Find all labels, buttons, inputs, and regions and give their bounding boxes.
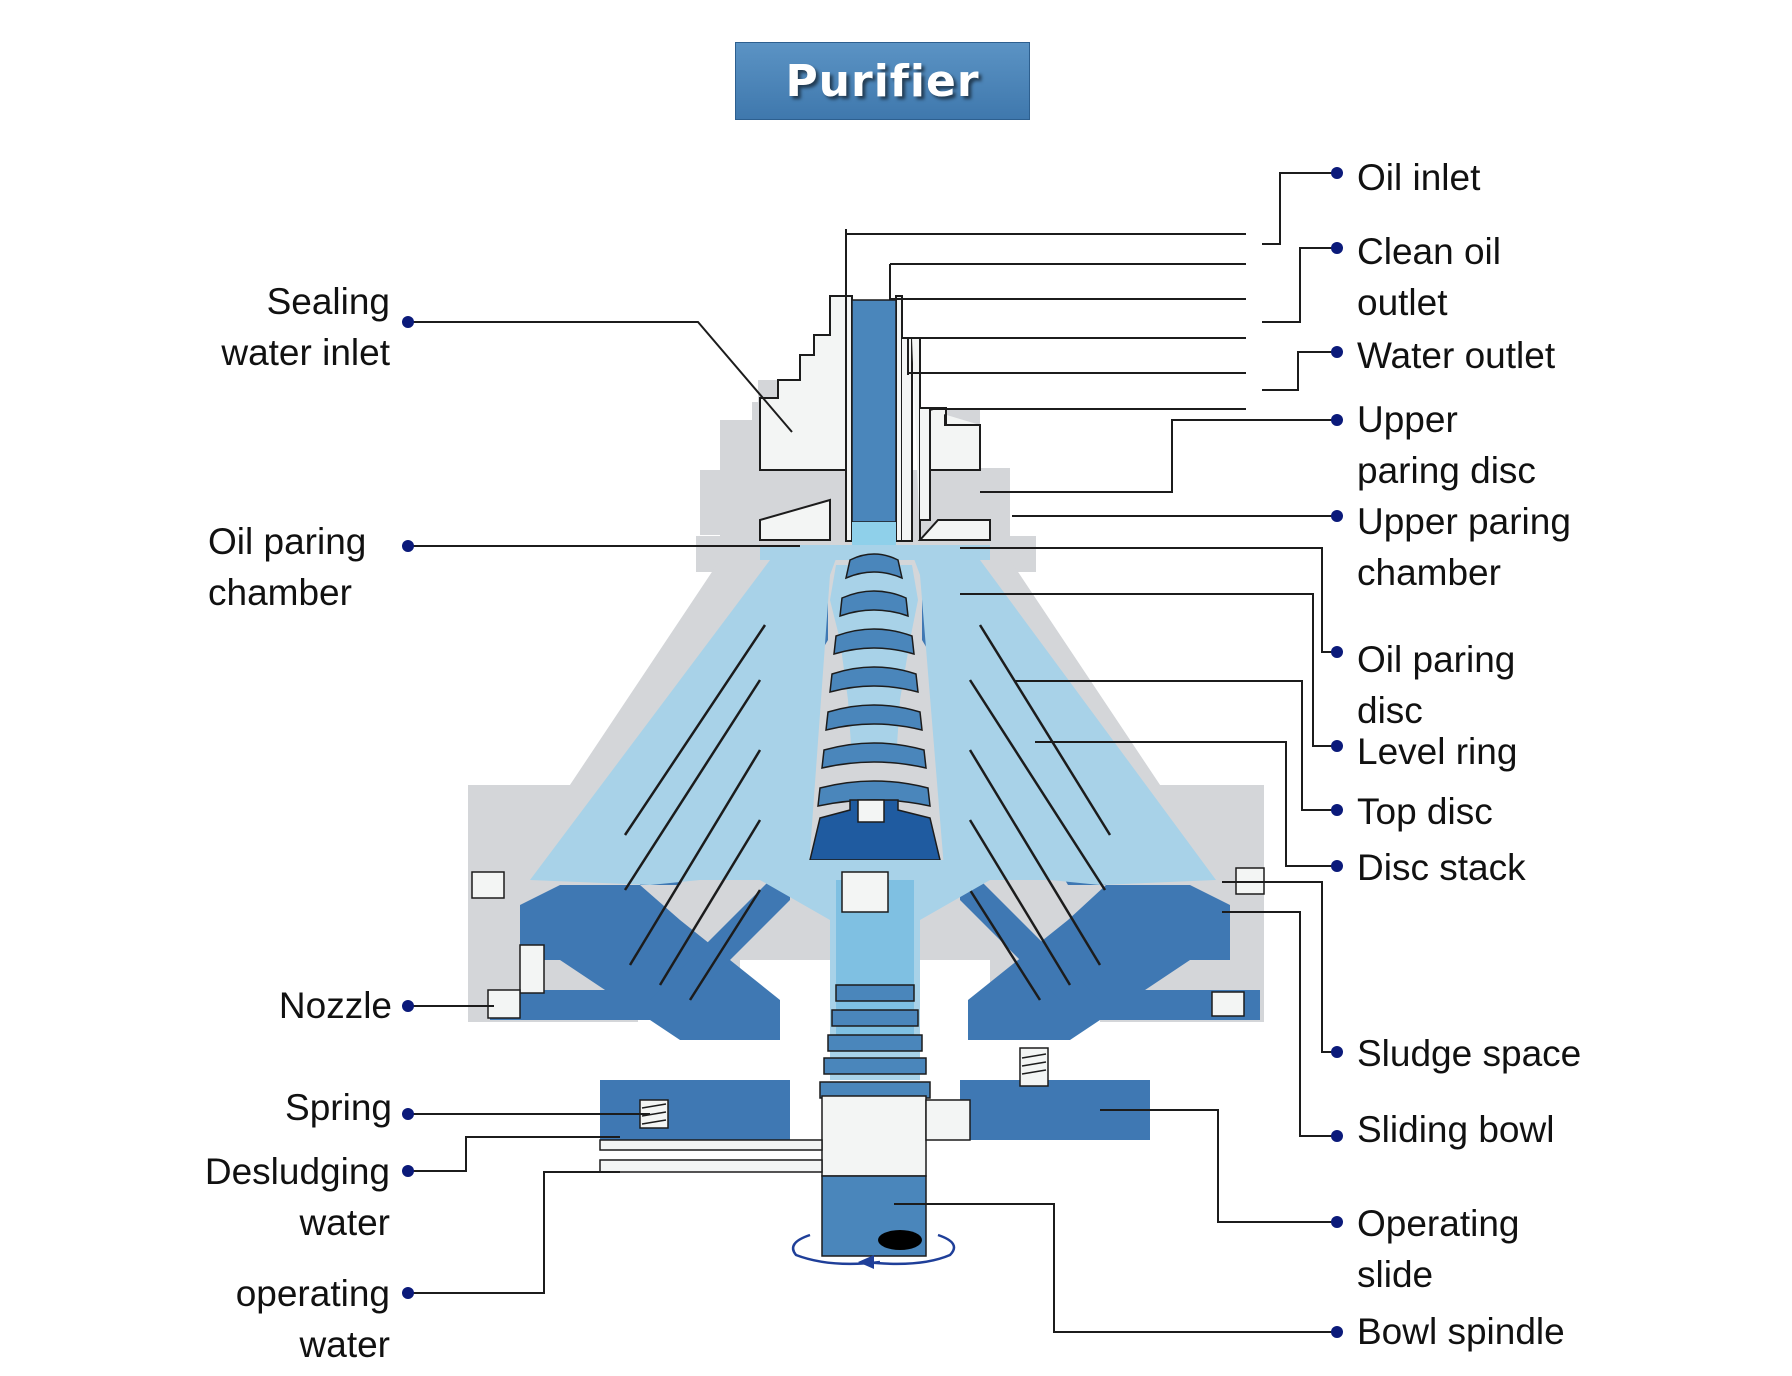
label-line: water <box>299 1324 390 1365</box>
label-line: operating <box>235 1273 390 1314</box>
label-line: Water outlet <box>1357 335 1556 376</box>
label-operating-water: operating water <box>160 1268 390 1370</box>
label-line: Oil paring <box>1357 639 1516 680</box>
label-line: disc <box>1357 690 1423 731</box>
label-line: Clean oil <box>1357 231 1501 272</box>
label-oil-paring-chamber: Oil paring chamber <box>208 516 428 618</box>
label-top-disc: Top disc <box>1357 786 1493 837</box>
label-bowl-spindle: Bowl spindle <box>1357 1306 1565 1357</box>
label-disc-stack: Disc stack <box>1357 842 1526 893</box>
label-line: Sliding bowl <box>1357 1109 1555 1150</box>
label-upper-paring-disc: Upper paring disc <box>1357 394 1536 496</box>
title-banner: Purifier <box>735 42 1030 120</box>
label-operating-slide: Operating slide <box>1357 1198 1520 1300</box>
label-line: water <box>299 1202 390 1243</box>
label-line: paring disc <box>1357 450 1536 491</box>
label-line: Upper paring <box>1357 501 1571 542</box>
label-line: Oil paring <box>208 521 367 562</box>
label-water-outlet: Water outlet <box>1357 330 1555 381</box>
label-sealing-water-inlet: Sealing water inlet <box>180 276 390 378</box>
label-line: Level ring <box>1357 731 1518 772</box>
label-sliding-bowl: Sliding bowl <box>1357 1104 1554 1155</box>
label-desludging-water: Desludging water <box>160 1146 390 1248</box>
label-line: chamber <box>1357 552 1501 593</box>
label-line: slide <box>1357 1254 1434 1295</box>
distributor <box>809 553 941 861</box>
label-nozzle: Nozzle <box>200 980 392 1031</box>
label-line: Sealing <box>266 281 390 322</box>
label-oil-paring-disc: Oil paring disc <box>1357 634 1515 736</box>
label-oil-inlet: Oil inlet <box>1357 152 1480 203</box>
diagram-title: Purifier <box>785 55 980 107</box>
label-line: chamber <box>208 572 352 613</box>
label-upper-paring-chamber: Upper paring chamber <box>1357 496 1571 598</box>
label-line: Top disc <box>1357 791 1493 832</box>
label-line: Upper <box>1357 399 1458 440</box>
label-line: Oil inlet <box>1357 157 1481 198</box>
lower-column <box>599 860 990 1177</box>
label-line: Spring <box>285 1087 392 1128</box>
label-line: Disc stack <box>1357 847 1526 888</box>
label-line: Bowl spindle <box>1357 1311 1565 1352</box>
top-pipe-assembly <box>759 295 991 542</box>
liquid-regions <box>530 545 1216 1000</box>
disc-stack-lines <box>623 624 1112 1001</box>
label-sludge-space: Sludge space <box>1357 1028 1581 1079</box>
label-line: water inlet <box>221 332 390 373</box>
label-level-ring: Level ring <box>1357 726 1517 777</box>
central-inlet-tube <box>851 299 897 548</box>
label-line: Nozzle <box>278 985 392 1026</box>
label-line: Desludging <box>204 1151 390 1192</box>
leader-dots <box>402 167 1343 1338</box>
leader-lines <box>408 172 1337 1333</box>
bowl-spindle-shaft <box>791 1175 956 1269</box>
label-clean-oil-outlet: Clean oil outlet <box>1357 226 1501 328</box>
label-line: Sludge space <box>1357 1033 1582 1074</box>
label-spring: Spring <box>200 1082 392 1133</box>
label-line: Operating <box>1357 1203 1520 1244</box>
label-line: outlet <box>1357 282 1448 323</box>
